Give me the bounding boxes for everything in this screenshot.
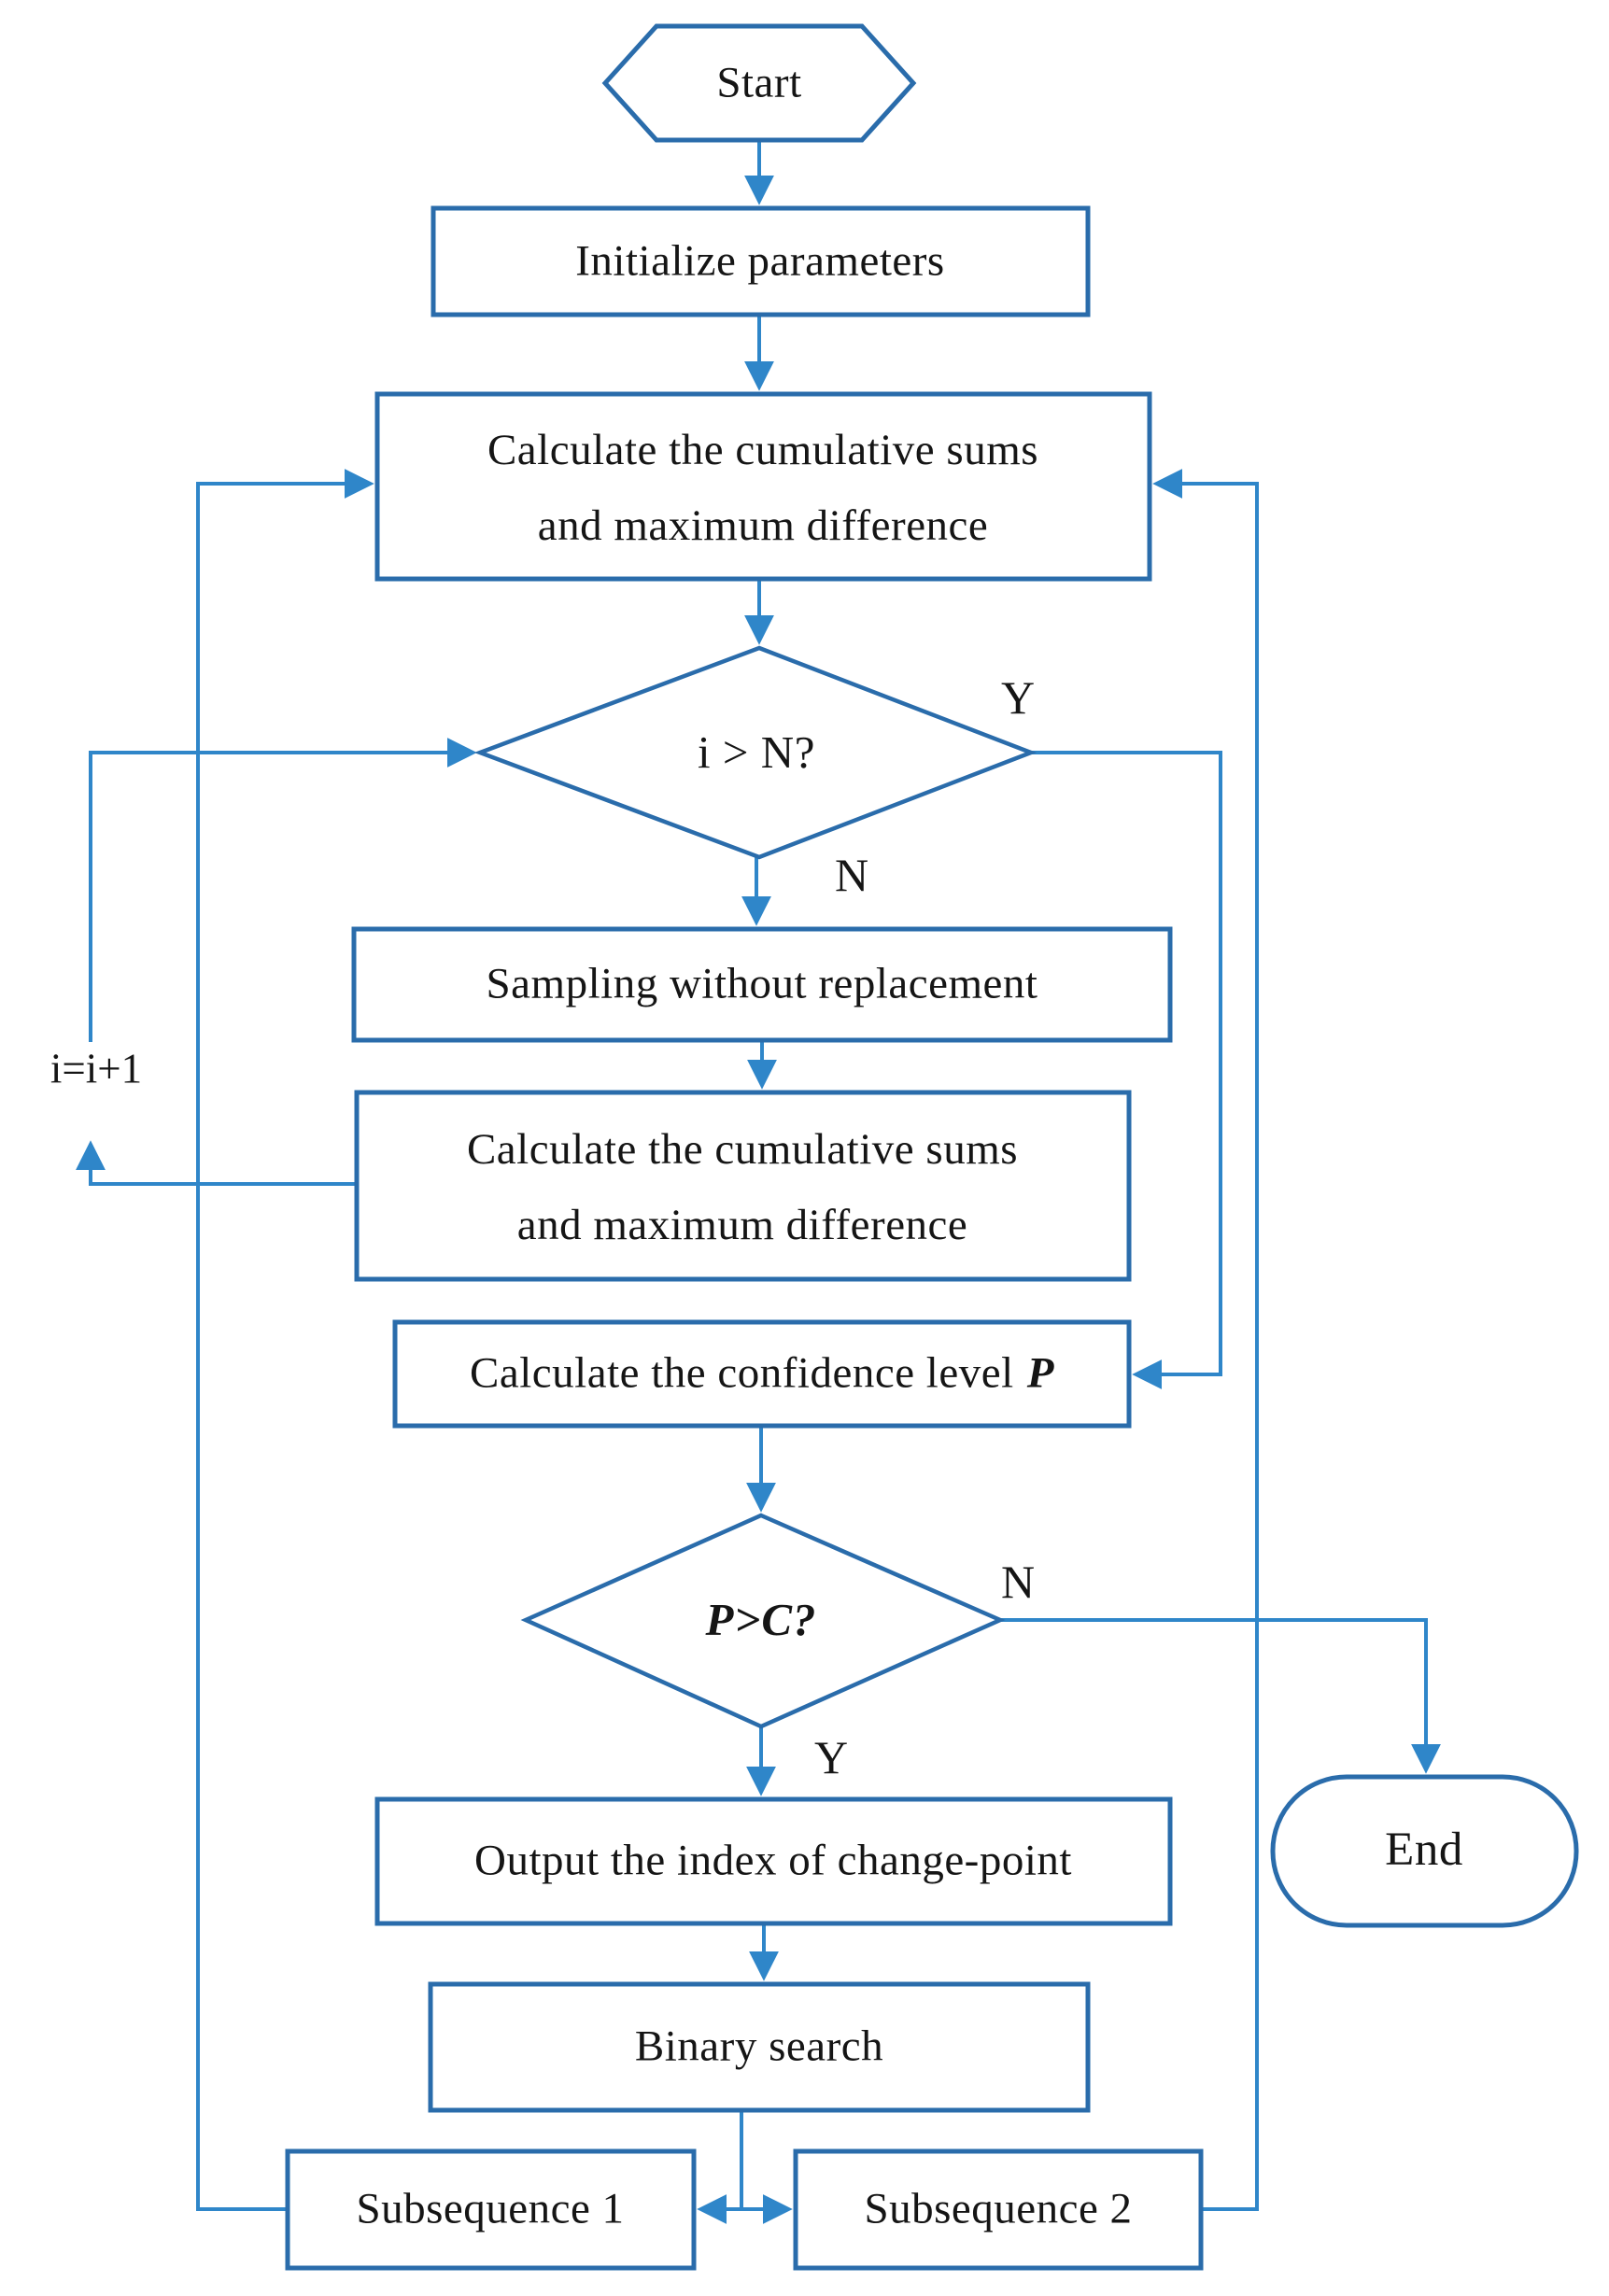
edge-label-i-gt-n-yes: Y [1000, 671, 1036, 724]
edge-sub2-loop-to-calc1 [1152, 469, 1259, 2211]
calc-confidence-level-shape [392, 1319, 1132, 1429]
subsequence-1-label: Subsequence 1 [356, 2184, 625, 2233]
start-label: Start [716, 58, 802, 107]
output-index-label: Output the index of change-point [474, 1836, 1072, 1885]
decision-i-gt-n-shape [473, 645, 1037, 860]
decision-p-gt-c-label: P>C? [705, 1593, 817, 1645]
start-node-shape [601, 23, 917, 143]
edge-decision-p-no-to-end [1000, 1618, 1441, 1774]
initialize-parameters-label: Initialize parameters [575, 236, 945, 286]
edge-sub1-loop-to-calc1 [196, 469, 374, 2211]
binary-search-shape [428, 1981, 1091, 2113]
edge-calc2-to-increment [76, 1140, 357, 1186]
decision-p-gt-c-shape [520, 1513, 1006, 1729]
edge-label-p-gt-c-yes: Y [813, 1731, 849, 1783]
output-index-shape [374, 1796, 1173, 1926]
sampling-without-replacement-shape [351, 926, 1173, 1043]
binary-search-label: Binary search [634, 2021, 884, 2071]
calc-cumulative-sums-1-shape [374, 391, 1152, 582]
sampling-without-replacement-label: Sampling without replacement [486, 959, 1038, 1008]
initialize-parameters-shape [430, 205, 1091, 317]
confidence-p-symbol: P [1026, 1348, 1054, 1398]
end-label: End [1385, 1824, 1463, 1877]
subsequence-2-shape [793, 2148, 1204, 2271]
edge-increment-to-decision-i [89, 738, 477, 1042]
edge-label-p-gt-c-no: N [1000, 1556, 1036, 1608]
edge-label-increment: i=i+1 [49, 1045, 143, 1092]
edge-decision-i-yes-to-confidence [1031, 751, 1222, 1389]
calc-cumulative-sums-2-label: Calculate the cumulative sums and maximu… [466, 1125, 1019, 1249]
calc-cumulative-sums-1-label: Calculate the cumulative sums and maximu… [487, 426, 1039, 550]
subsequence-1-shape [285, 2148, 697, 2271]
decision-i-gt-n-label: i > N? [698, 725, 815, 778]
calc-cumulative-sums-2-shape [354, 1090, 1132, 1282]
end-node-shape [1270, 1774, 1579, 1928]
edge-label-i-gt-n-no: N [834, 849, 869, 901]
subsequence-2-label: Subsequence 2 [864, 2184, 1133, 2233]
calc-confidence-level-text: Calculate the confidence level [470, 1348, 1014, 1398]
